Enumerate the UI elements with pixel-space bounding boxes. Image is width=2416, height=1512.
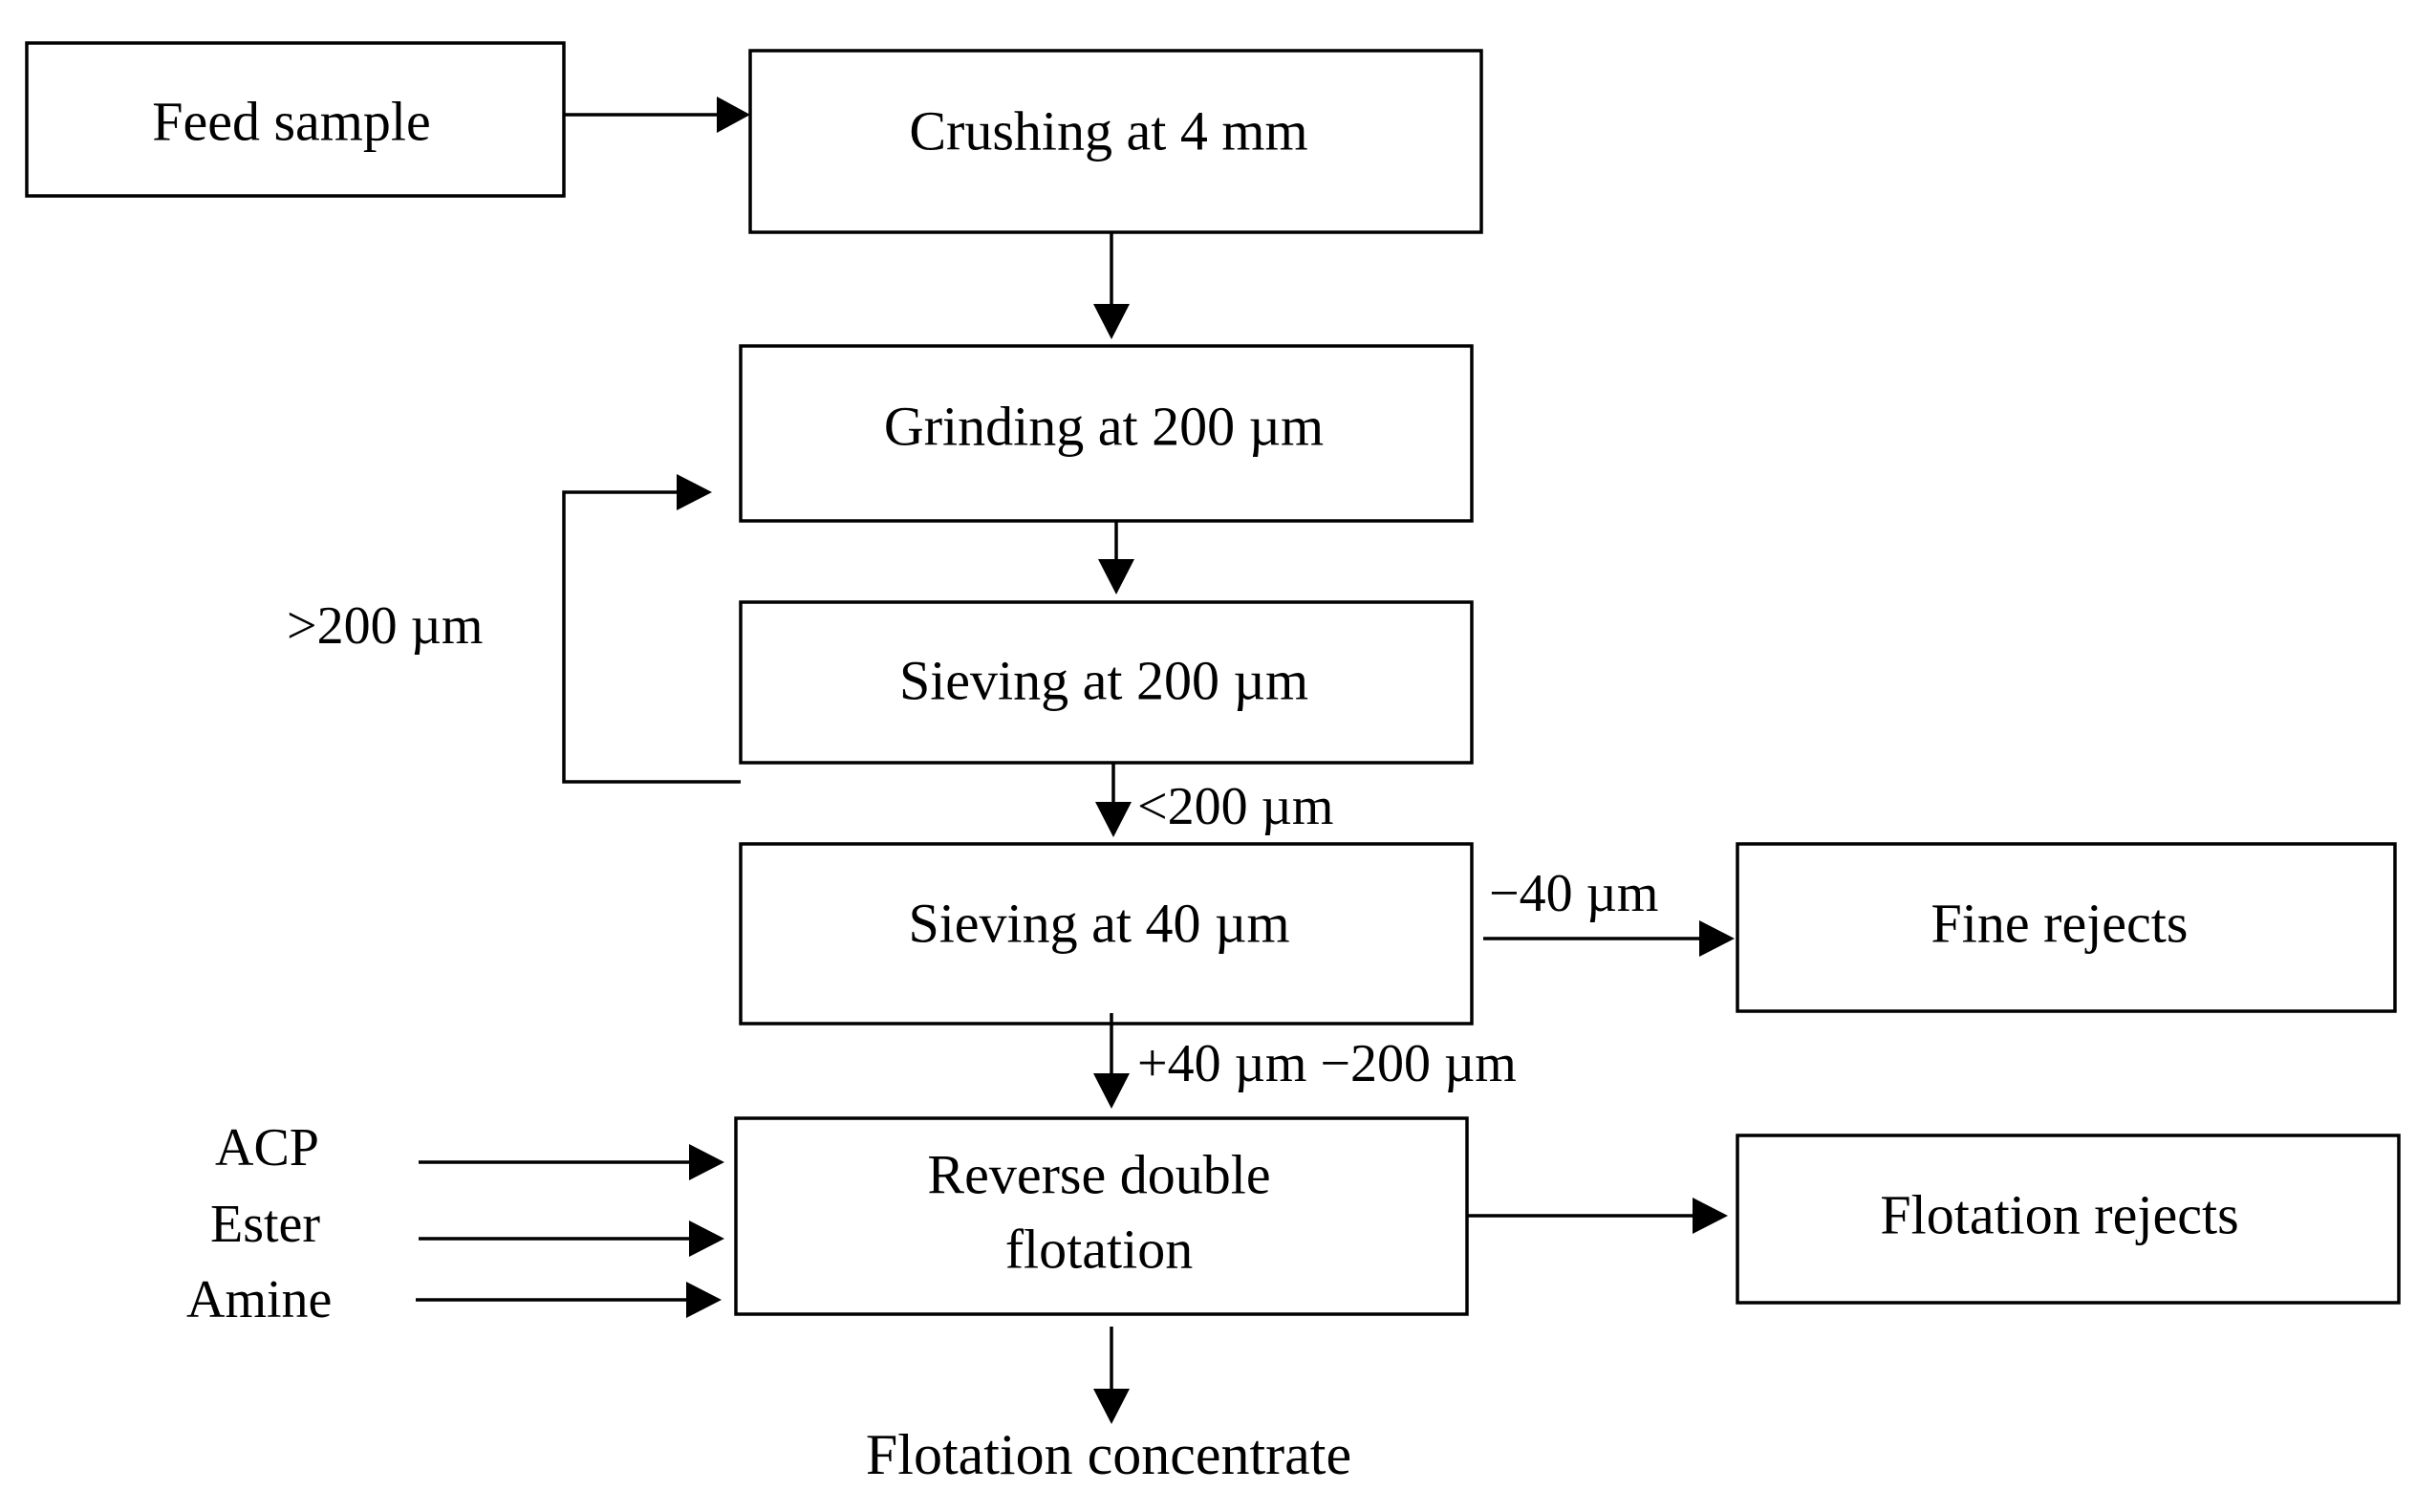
arrow-flotation-to-rejects: [1467, 1198, 1728, 1234]
node-feed-sample: Feed sample: [25, 41, 566, 198]
node-sieving-200: Sieving at 200 µm: [739, 600, 1474, 765]
label-size-fraction: +40 µm −200 µm: [1137, 1034, 1517, 1093]
node-flotation-rejects-label: Flotation rejects: [1880, 1183, 2238, 1245]
arrow-sieving-200-to-sieving-40: [1095, 763, 1132, 837]
arrow-flotation-to-concentrate: [1093, 1327, 1130, 1424]
output-flotation-concentrate: Flotation concentrate: [866, 1423, 1351, 1486]
arrow-grinding-to-sieving-200: [1098, 521, 1134, 594]
label-oversize-recycle: >200 µm: [287, 596, 483, 656]
arrow-sieving-40-to-flotation: [1093, 1013, 1130, 1109]
reagent-acp-label: ACP: [215, 1118, 319, 1177]
node-fine-rejects: Fine rejects: [1736, 842, 2397, 1013]
node-feed-sample-label: Feed sample: [152, 90, 431, 152]
reagent-amine-label: Amine: [186, 1270, 332, 1329]
arrow-amine-to-flotation: [416, 1282, 722, 1318]
node-reverse-double-flotation: Reverse double flotation: [734, 1116, 1469, 1316]
label-undersize-200: <200 µm: [1137, 777, 1333, 836]
reagent-ester-label: Ester: [210, 1195, 320, 1254]
label-minus-40: −40 µm: [1489, 864, 1658, 923]
node-crushing-label: Crushing at 4 mm: [909, 99, 1307, 162]
node-fine-rejects-label: Fine rejects: [1931, 892, 2189, 954]
node-crushing: Crushing at 4 mm: [748, 49, 1483, 234]
node-reverse-flotation-label-line1: Reverse double: [927, 1143, 1270, 1205]
node-sieving-40-label: Sieving at 40 µm: [908, 892, 1289, 954]
arrow-feed-to-crushing: [564, 97, 750, 133]
arrow-oversize-recycle: [562, 474, 741, 784]
node-sieving-200-label: Sieving at 200 µm: [899, 649, 1308, 711]
node-flotation-rejects: Flotation rejects: [1736, 1134, 2401, 1305]
arrow-ester-to-flotation: [419, 1220, 724, 1257]
arrow-acp-to-flotation: [419, 1144, 724, 1180]
node-sieving-40: Sieving at 40 µm: [739, 842, 1474, 1026]
node-grinding-label: Grinding at 200 µm: [884, 395, 1324, 457]
arrow-sieving-40-to-fine-rejects: [1483, 920, 1735, 957]
node-reverse-flotation-label-line2: flotation: [1005, 1218, 1194, 1280]
arrow-crushing-to-grinding: [1093, 232, 1130, 339]
node-grinding: Grinding at 200 µm: [739, 344, 1474, 523]
